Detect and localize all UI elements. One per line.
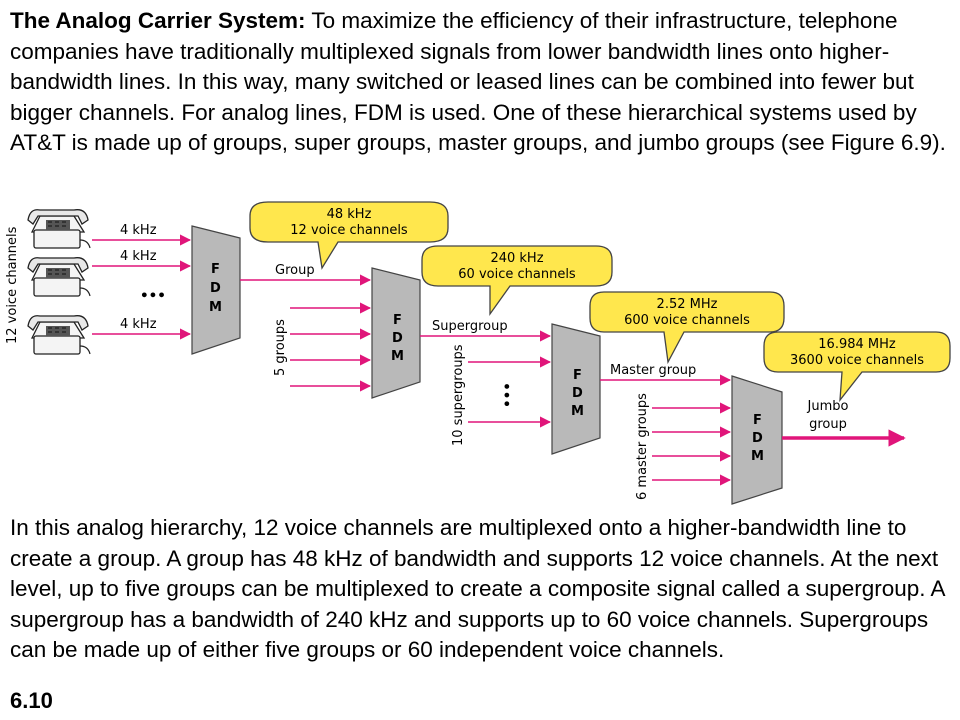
fdm-letter: F: [573, 368, 582, 383]
callout-bandwidth: 16.984 MHz: [818, 337, 896, 352]
fdm-letter: D: [392, 331, 403, 346]
outro-paragraph: In this analog hierarchy, 12 voice chann…: [10, 515, 945, 662]
master-group-label: Master group: [610, 363, 696, 378]
fdm-multiplexer: [551, 323, 601, 455]
five-groups-label: 5 groups: [273, 319, 288, 376]
input-label: 4 kHz: [120, 317, 157, 332]
callout-bandwidth: 48 kHz: [327, 207, 372, 222]
fdm-multiplexer: [731, 375, 783, 505]
voice-channels-label: 12 voice channels: [5, 226, 20, 344]
bandwidth-callout: [589, 291, 785, 365]
callout-channels: 60 voice channels: [458, 267, 576, 282]
fdm-letter: D: [210, 281, 221, 296]
bandwidth-callout: [249, 201, 449, 270]
intro-heading: The Analog Carrier System:: [10, 8, 306, 33]
fdm-letter: D: [752, 431, 763, 446]
fdm-letter: M: [571, 404, 584, 419]
bandwidth-callout: [421, 245, 613, 317]
fdm-letter: F: [211, 262, 220, 277]
group-label: Group: [275, 263, 315, 278]
callout-bandwidth: 2.52 MHz: [657, 297, 718, 312]
telephone-icon: [27, 257, 91, 297]
fdm-letter: F: [753, 413, 762, 428]
telephone-icon: [27, 209, 91, 249]
fdm-letter: M: [391, 349, 404, 364]
telephone-icon: [27, 315, 91, 355]
intro-body: To maximize the efficiency of their infr…: [10, 8, 946, 155]
callout-channels: 600 voice channels: [624, 313, 750, 328]
fdm-letter: M: [751, 449, 764, 464]
callout-bandwidth: 240 kHz: [490, 251, 543, 266]
jumbo-label: group: [809, 417, 847, 432]
input-label: 4 kHz: [120, 249, 157, 264]
input-label: 4 kHz: [120, 223, 157, 238]
fdm-letter: D: [572, 386, 583, 401]
bandwidth-callout: [763, 331, 951, 403]
phones-ellipsis: •••: [140, 288, 166, 304]
analog-hierarchy-diagram: 12 voice channels ••• 4 kHz 4 kHz 4 kHz …: [5, 201, 951, 505]
fdm-multiplexer: [371, 267, 421, 399]
slide-number: 6.10: [10, 688, 53, 713]
supergroup-label: Supergroup: [432, 319, 508, 334]
ten-supergroups-label: 10 supergroups: [451, 344, 466, 446]
fdm-letter: F: [393, 313, 402, 328]
fdm-letter: M: [209, 300, 222, 315]
callout-channels: 3600 voice channels: [790, 353, 924, 368]
jumbo-label: Jumbo: [807, 399, 849, 414]
six-master-groups-label: 6 master groups: [635, 393, 650, 500]
intro-paragraph: The Analog Carrier System: To maximize t…: [10, 6, 955, 159]
callout-channels: 12 voice channels: [290, 223, 408, 238]
fdm-multiplexer: [191, 225, 241, 355]
supergroups-ellipsis: •••: [500, 382, 516, 408]
